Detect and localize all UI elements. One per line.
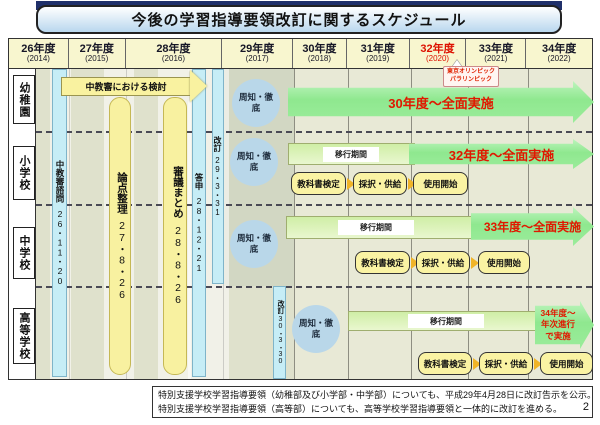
row-divider-1 xyxy=(36,131,592,133)
bar-toshin-date: 28・12・21 xyxy=(194,196,204,273)
row-label-elementary: 小学校 xyxy=(13,146,35,200)
box-shiyo-highschool: 使用開始 xyxy=(540,352,593,375)
bar-toshin: 答申 28・12・21 xyxy=(192,69,206,377)
row-divider-2 xyxy=(36,204,592,206)
box-shiyo-elementary: 使用開始 xyxy=(413,172,468,195)
bar-shingi-date: 28・8・26 xyxy=(172,224,184,306)
box-shiyo-juniorhigh: 使用開始 xyxy=(478,251,530,274)
bar-kaitei-hs-date: 30・3・30 xyxy=(277,316,284,365)
footer-notes: 特別支援学校学習指導要領（幼稚部及び小学部・中学部）についても、平成29年4月2… xyxy=(152,386,597,418)
arrow-full-impl-kindergarten: 30年度～全面実施 xyxy=(288,81,594,123)
header-fy31: 31年度(2019) xyxy=(347,39,410,68)
page-title: 今後の学習指導要領改訂に関するスケジュール xyxy=(36,5,562,34)
conn-arrow-icon xyxy=(408,178,416,190)
box-kentei-elementary: 教科書検定 xyxy=(291,172,346,195)
bar-shingi-matome: 審議まとめ 28・8・26 xyxy=(163,97,187,375)
header-fy34: 34年度(2022) xyxy=(541,42,577,64)
olympic-line1: 東京オリンピック xyxy=(446,69,495,75)
bar-kaitei-highschool: 改訂 30・3・30 xyxy=(273,286,286,379)
circle-shuchi-juniorhigh: 周知・徹底 xyxy=(230,220,278,268)
page-number: 2 xyxy=(582,400,589,413)
arrow-full-impl-elementary: 32年度～全面実施 xyxy=(409,139,594,169)
bar-shimon-label: 中教審諮問 xyxy=(55,160,65,203)
bar-kaitei-label: 改訂 xyxy=(213,136,222,152)
chukyoshin-review-arrowhead xyxy=(190,70,207,102)
header-fy27: 27年度(2015) xyxy=(69,39,126,68)
box-saitaku-highschool: 採択・供給 xyxy=(479,352,533,375)
olympic-callout: 東京オリンピック パラリンピック xyxy=(443,66,499,87)
schedule-grid: 26年度(2014) 27年度(2015) 28年度(2016) 29年度(20… xyxy=(8,38,593,380)
bar-kaitei-date: 29・3・31 xyxy=(213,156,222,217)
box-saitaku-juniorhigh: 採択・供給 xyxy=(416,251,470,274)
bar-kaitei: 改訂 29・3・31 xyxy=(212,69,224,284)
row-divider-3 xyxy=(36,286,592,288)
row-label-kindergarten: 幼稚園 xyxy=(13,75,35,124)
header-fy29: 29年度(2017) xyxy=(222,39,294,68)
box-saitaku-elementary: 採択・供給 xyxy=(353,172,407,195)
circle-shuchi-elementary: 周知・徹底 xyxy=(230,138,278,186)
footer-note-line2: 特別支援学校学習指導要領（高等部）についても、高等学校学習指導要領と一体的に改訂… xyxy=(158,403,563,414)
box-kentei-highschool: 教科書検定 xyxy=(418,352,472,375)
arrow-impl-highschool: 34年度～年次進行で実施 xyxy=(535,301,594,349)
olympic-line2: パラリンピック xyxy=(449,76,492,83)
conn-arrow-icon xyxy=(534,358,542,370)
transition-label-juniorhigh: 移行期間 xyxy=(338,220,414,235)
bar-toshin-label: 答申 xyxy=(194,173,204,190)
chukyoshin-review-arrow: 中教審における検討 xyxy=(61,77,191,96)
transition-label-elementary: 移行期間 xyxy=(323,147,379,162)
bar-shingi-label: 審議まとめ xyxy=(172,166,184,219)
conn-arrow-icon xyxy=(473,358,481,370)
box-kentei-juniorhigh: 教科書検定 xyxy=(355,251,410,274)
olympic-callout-caret xyxy=(452,60,462,67)
bar-kaitei-hs-label: 改訂 xyxy=(277,300,284,314)
bar-chukyoshin-shimon: 中教審諮問 26・11・20 xyxy=(52,69,67,377)
row-label-highschool: 高等学校 xyxy=(13,308,35,364)
header-fy30: 30年度(2018) xyxy=(293,39,347,68)
conn-arrow-icon xyxy=(347,178,355,190)
footer-note-line1: 特別支援学校学習指導要領（幼稚部及び小学部・中学部）についても、平成29年4月2… xyxy=(158,390,597,400)
conn-arrow-icon xyxy=(411,257,419,269)
bar-shimon-date: 26・11・20 xyxy=(55,208,65,286)
year-header-row: 26年度(2014) 27年度(2015) 28年度(2016) 29年度(20… xyxy=(9,39,592,69)
bar-ronten-label: 論点整理 xyxy=(116,171,128,214)
header-fy28: 28年度(2016) xyxy=(126,39,223,68)
bar-ronten-date: 27・8・26 xyxy=(116,219,128,301)
bar-ronten-seiri: 論点整理 27・8・26 xyxy=(109,97,131,375)
timeline-body: 幼稚園 小学校 中学校 高等学校 中教審諮問 26・11・20 論点整理 27・8・… xyxy=(9,69,592,379)
arrow-full-impl-juniorhigh: 33年度～全面実施 xyxy=(471,207,594,246)
header-fy32: 32年度(2020) xyxy=(410,39,467,68)
conn-arrow-icon xyxy=(471,257,479,269)
header-fy33: 33年度(2021) xyxy=(466,39,527,68)
row-label-juniorhigh: 中学校 xyxy=(13,227,35,279)
circle-shuchi-highschool: 周知・徹底 xyxy=(292,305,340,353)
header-fy26: 26年度(2014) xyxy=(9,39,69,68)
transition-label-highschool: 移行期間 xyxy=(408,314,484,328)
circle-shuchi-kindergarten: 周知・徹底 xyxy=(232,79,280,127)
